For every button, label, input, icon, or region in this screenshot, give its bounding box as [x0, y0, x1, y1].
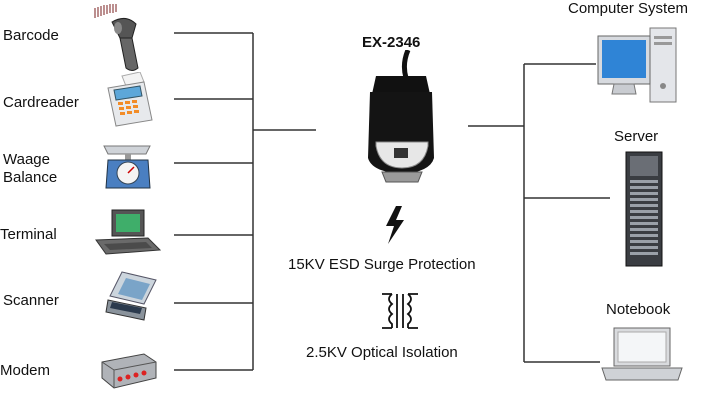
label-server: Server	[614, 128, 659, 145]
label-barcode: Barcode	[3, 27, 59, 44]
terminal-icon	[92, 208, 162, 265]
flatbed-scanner-icon	[104, 270, 160, 331]
label-scanner: Scanner	[3, 292, 59, 309]
scale-icon	[100, 140, 158, 197]
modem-icon	[100, 350, 158, 397]
barcode-scanner-icon	[92, 4, 152, 79]
label-terminal: Terminal	[0, 226, 57, 243]
transformer-icon	[380, 290, 420, 337]
optical-isolation-text: 2.5KV Optical Isolation	[306, 344, 458, 361]
desktop-computer-icon	[596, 26, 680, 111]
serial-adapter-icon	[360, 49, 442, 191]
product-title: EX-2346	[362, 34, 421, 51]
label-cardreader: Cardreader	[3, 94, 79, 111]
label-computer-system: Computer System	[568, 0, 689, 17]
notebook-icon	[598, 326, 684, 389]
server-rack-icon	[624, 150, 664, 273]
lightning-bolt-icon	[384, 206, 406, 249]
label-waage-balance: Waage Balance	[3, 151, 58, 186]
label-notebook: Notebook	[606, 301, 671, 318]
esd-protection-text: 15KV ESD Surge Protection	[288, 256, 476, 273]
card-reader-icon	[100, 71, 160, 133]
label-modem: Modem	[0, 362, 51, 379]
